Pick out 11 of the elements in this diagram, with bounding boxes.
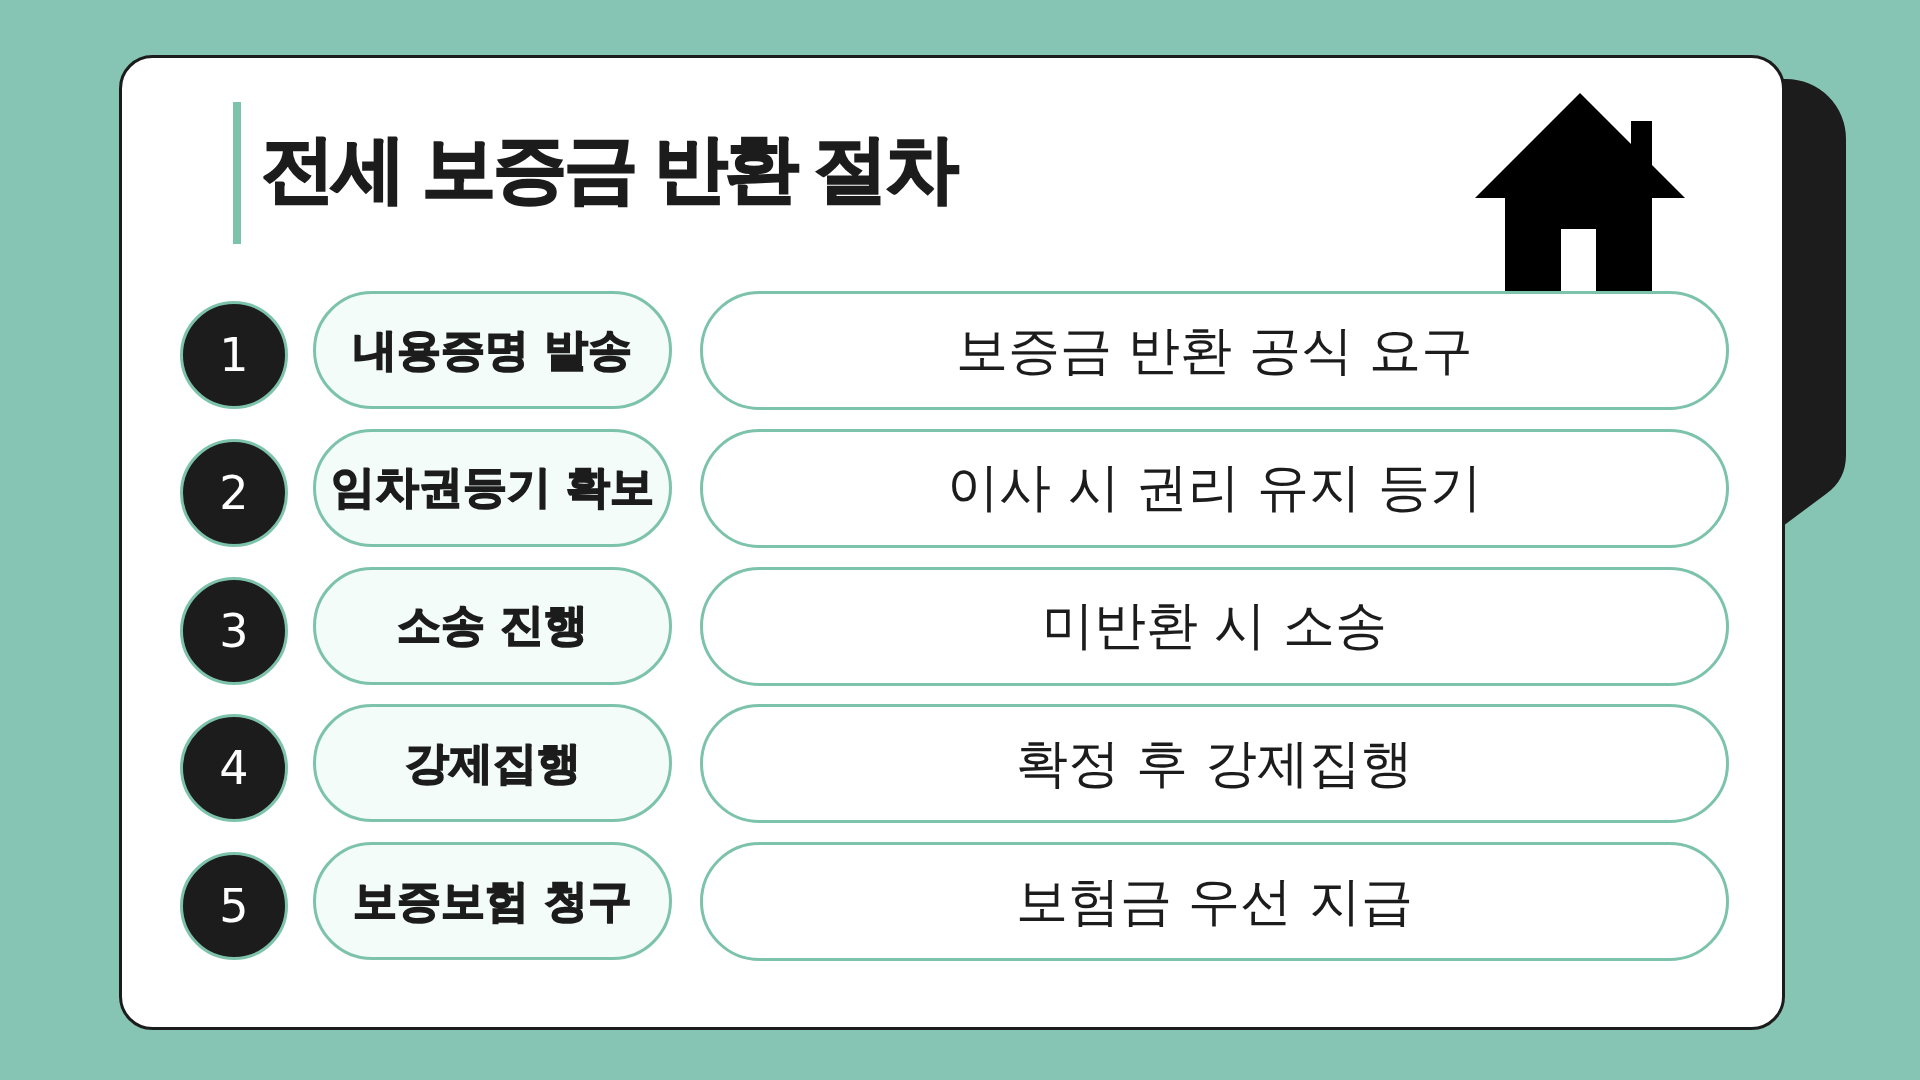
description-pill: 보증금 반환 공식 요구 (700, 291, 1729, 410)
step-pill: 내용증명 발송 (313, 291, 672, 409)
step-pill: 소송 진행 (313, 566, 672, 685)
step-pill: 임차권등기 확보 (313, 428, 672, 547)
step-pill: 강제집행 (313, 704, 672, 823)
description-pill: 미반환 시 소송 (700, 566, 1729, 686)
step-pill: 보증보험 청구 (313, 842, 672, 961)
description-pill: 보험금 우선 지급 (700, 842, 1729, 962)
description-pill: 이사 시 권리 유지 등기 (700, 428, 1729, 548)
title: 전세 보증금 반환 절차 (261, 131, 957, 205)
description-pill: 확정 후 강제집행 (700, 704, 1729, 824)
